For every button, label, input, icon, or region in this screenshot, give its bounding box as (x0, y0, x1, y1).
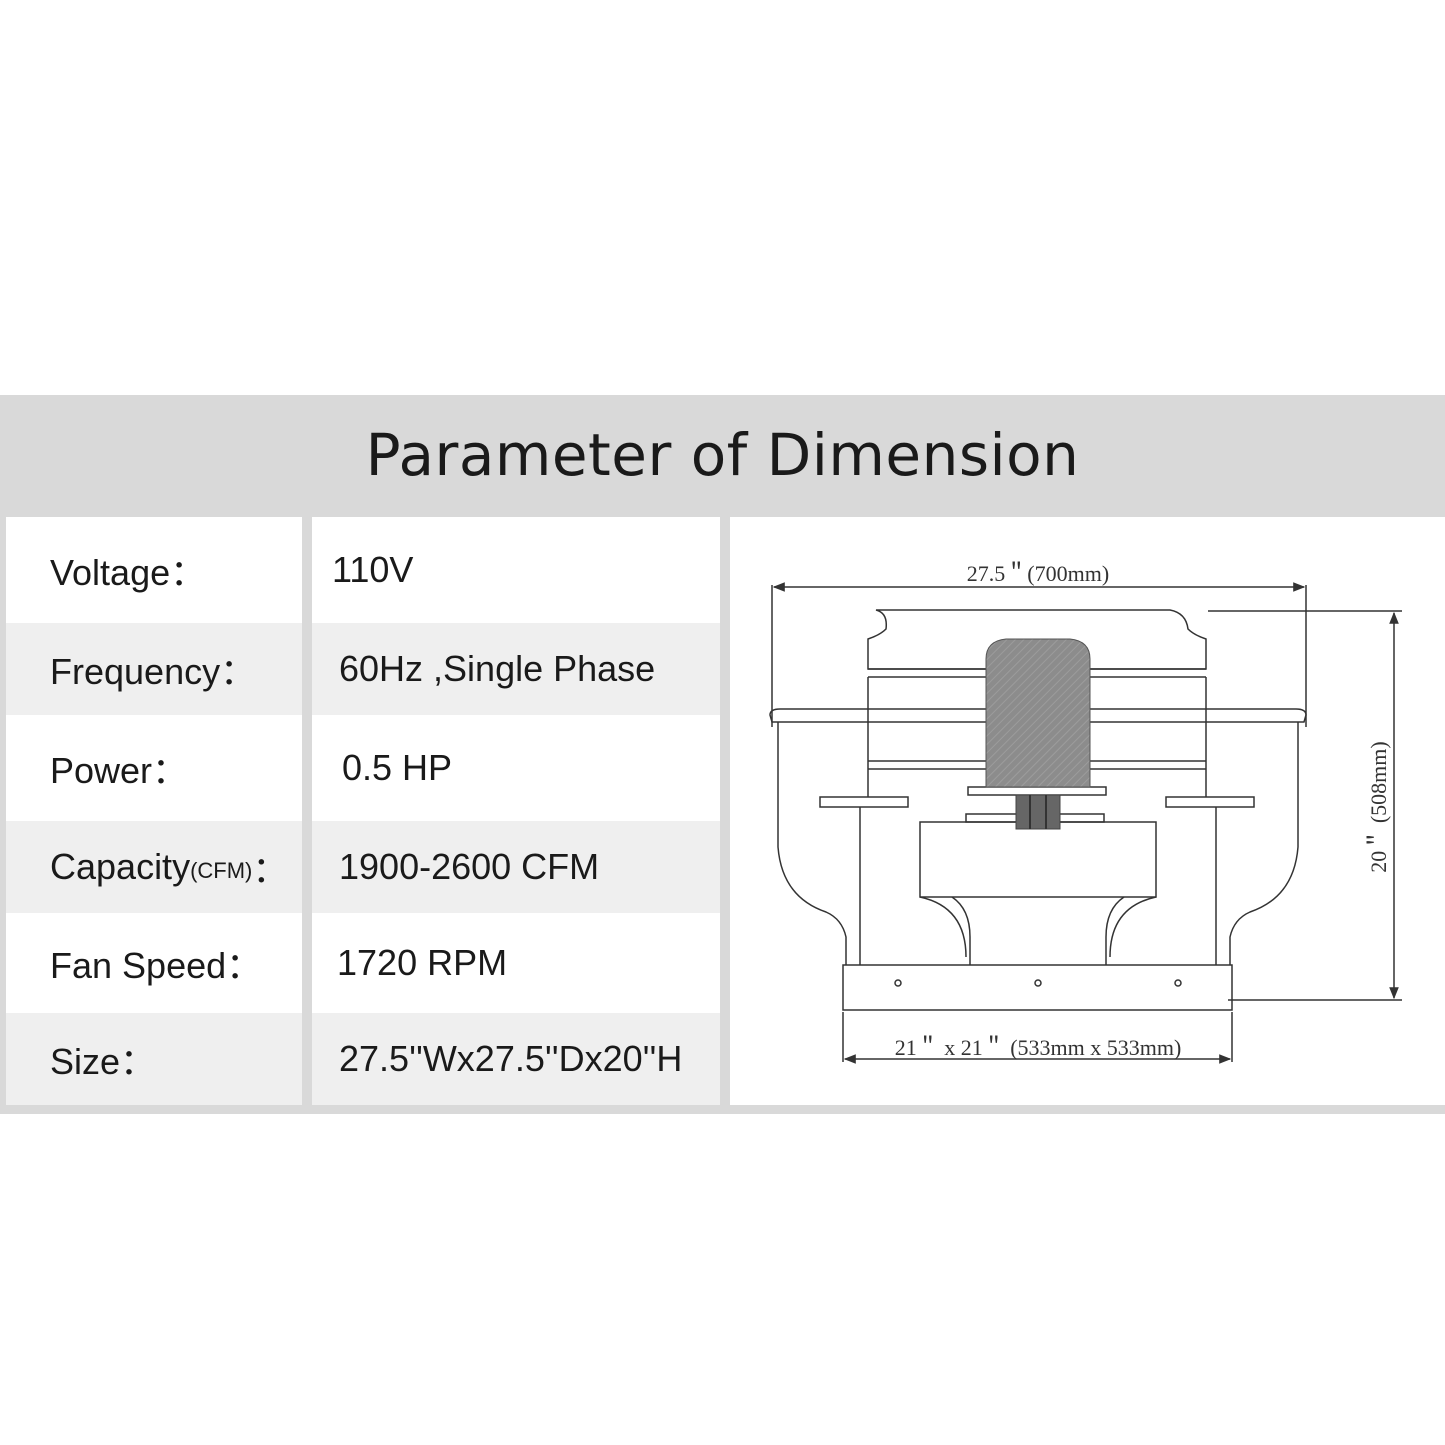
label-text: Frequency： (50, 651, 257, 692)
dimension-diagram: 27.5＂(700mm) 21＂ x 21＂ (533mm x 533mm) 2… (730, 517, 1445, 1105)
spec-label-fan-speed: Fan Speed： (6, 913, 302, 1013)
spec-label-voltage: Voltage： (6, 517, 302, 623)
label-unit: (CFM) (190, 858, 253, 883)
value-text: 1900-2600 CFM (339, 846, 600, 887)
label-text: Power： (50, 750, 189, 791)
spec-value-frequency: 60Hz ,Single Phase (312, 623, 720, 715)
label-text: Fan Speed： (50, 945, 263, 986)
value-text: 0.5 HP (342, 747, 453, 788)
spec-value-fan-speed: 1720 RPM (312, 913, 720, 1013)
label-text: Voltage： (50, 552, 207, 593)
label-suffix: ： (252, 849, 289, 890)
fan-drawing: 27.5＂(700mm) 21＂ x 21＂ (533mm x 533mm) 2… (769, 561, 1402, 1064)
spec-label-power: Power： (6, 715, 302, 821)
spec-label-size: Size： (6, 1013, 302, 1105)
value-text: 1720 RPM (337, 942, 508, 983)
value-text: 27.5''Wx27.5''Dx20''H (339, 1038, 683, 1079)
label-text: Size： (50, 1041, 157, 1082)
spec-label-frequency: Frequency： (6, 623, 302, 715)
label-text: Capacity (50, 846, 191, 887)
width-dimension-label: 27.5＂(700mm) (967, 561, 1109, 586)
value-text: 60Hz ,Single Phase (339, 648, 656, 689)
title-bar: Parameter of Dimension (0, 395, 1445, 515)
spec-value-size: 27.5''Wx27.5''Dx20''H (312, 1013, 720, 1105)
height-dimension-label: 20＂ (508mm) (1366, 741, 1391, 872)
spec-value-voltage: 110V (312, 517, 720, 623)
base-dimension-label: 21＂ x 21＂ (533mm x 533mm) (895, 1035, 1182, 1060)
page-title: Parameter of Dimension (365, 421, 1080, 489)
spec-value-capacity: 1900-2600 CFM (312, 821, 720, 913)
spec-value-power: 0.5 HP (312, 715, 720, 821)
value-text: 110V (332, 549, 414, 590)
spec-label-capacity: Capacity(CFM)： (6, 821, 302, 913)
